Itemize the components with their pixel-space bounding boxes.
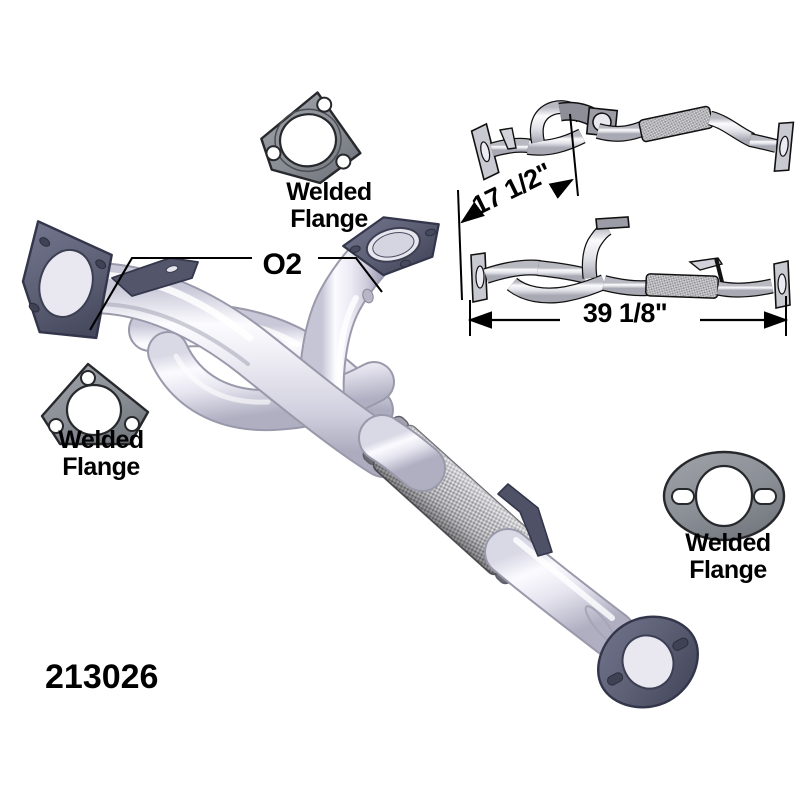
outlet-pipe <box>358 414 636 658</box>
o2-sensor-label: O2 <box>262 248 302 281</box>
welded-flange-top-label: Welded Flange <box>286 178 372 233</box>
part-number-label: 213026 <box>45 658 159 696</box>
mounting-bracket-tab <box>111 257 199 297</box>
o2-sensor-bung <box>362 288 374 304</box>
dimension-label-39-eighth: 39 1/8" <box>582 298 668 328</box>
welded-flange-left-icon <box>40 362 150 446</box>
o2-leader-line <box>89 256 383 331</box>
inset-isometric-top <box>470 100 795 181</box>
welded-flange-left-label: Welded Flange <box>58 426 144 481</box>
welded-flange-right-icon <box>662 450 786 542</box>
welded-flange-right-label: Welded Flange <box>685 529 771 584</box>
dimension-17-half <box>457 113 579 301</box>
inlet-welded-flange <box>21 220 113 340</box>
left-inlet-pipe <box>66 262 410 478</box>
coupler-support-tab <box>497 483 553 557</box>
inlet-loop-pipe <box>147 331 395 432</box>
welded-flange-top-icon <box>260 91 362 185</box>
vertical-riser-pipe <box>298 227 401 427</box>
riser-welded-flange <box>342 216 440 277</box>
outlet-welded-flange <box>597 615 699 709</box>
dimension-39-eighth <box>467 296 789 336</box>
